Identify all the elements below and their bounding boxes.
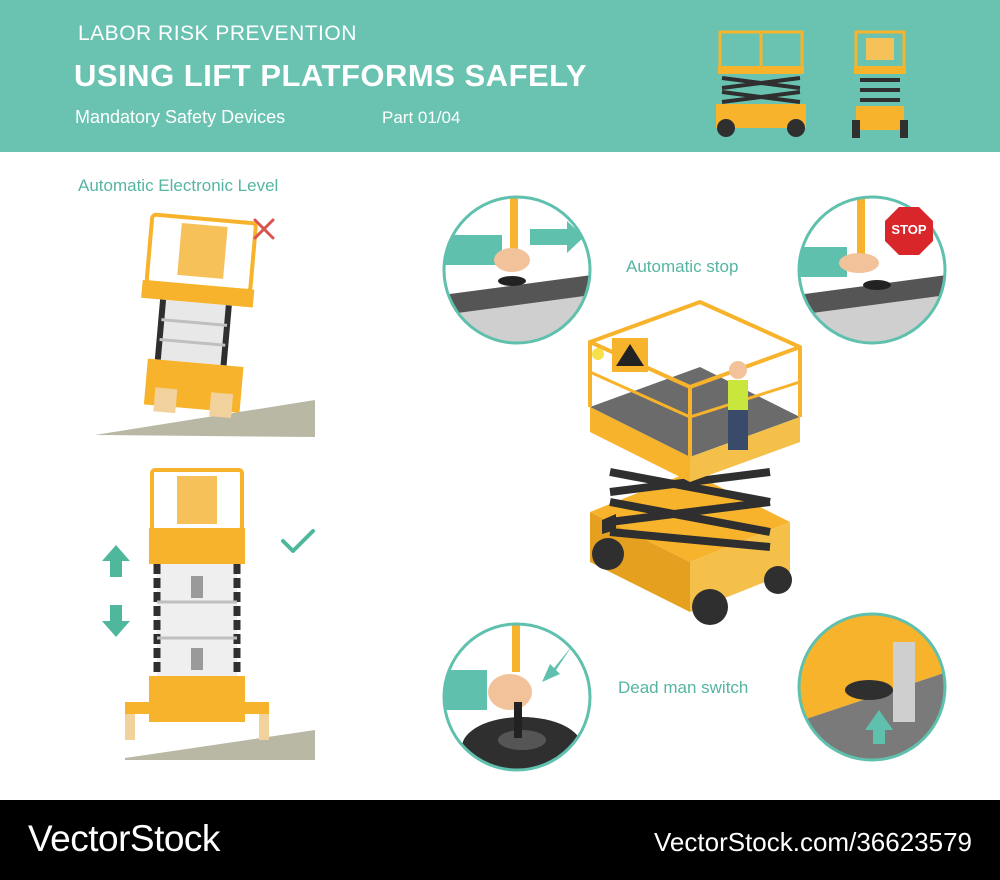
- header-title: USING LIFT PLATFORMS SAFELY: [74, 58, 587, 93]
- auto-stop-moving-circle: [442, 195, 592, 345]
- footer-brand: VectorStock: [28, 818, 220, 859]
- tilted-lift-illustration: [95, 212, 315, 437]
- level-label: Automatic Electronic Level: [78, 176, 279, 195]
- footer-bar: VectorStock VectorStock.com/36623579: [0, 800, 1000, 880]
- lift-side-icon: [852, 30, 908, 138]
- footer-url: VectorStock.com/36623579: [654, 827, 972, 857]
- wrong-cross-icon: [253, 218, 275, 240]
- header-part: Part 01/04: [382, 108, 461, 127]
- dead-man-pedal-circle: [797, 612, 947, 762]
- dead-man-label: Dead man switch: [618, 678, 749, 697]
- dead-man-joystick-circle: [442, 622, 592, 772]
- header-subtitle: Mandatory Safety Devices: [75, 107, 286, 127]
- auto-stop-label: Automatic stop: [626, 257, 739, 276]
- stop-sign-icon: [885, 207, 933, 255]
- header-banner: LABOR RISK PREVENTION USING LIFT PLATFOR…: [0, 0, 1000, 152]
- level-lift-illustration: [125, 468, 315, 760]
- lift-front-icon: [716, 30, 806, 137]
- header-kicker: LABOR RISK PREVENTION: [78, 22, 357, 45]
- scissor-lift-illustration: [588, 299, 802, 625]
- correct-check-icon: [281, 529, 315, 553]
- up-down-arrows-icon: [102, 545, 130, 637]
- stop-sign-text: STOP: [891, 222, 927, 237]
